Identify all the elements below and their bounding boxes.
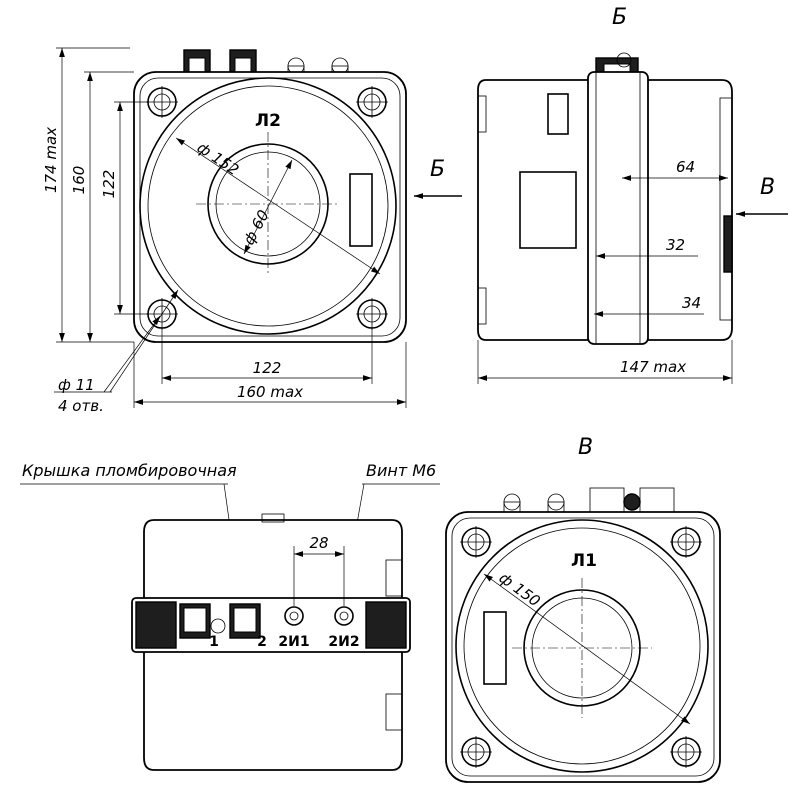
back-view-label: В [578,435,593,460]
arrow-v-label: В [760,175,775,200]
dim-hole-spacing-v: 122 [100,170,118,199]
back-disc [455,519,709,773]
dim-line-back-dia [483,573,691,725]
dim-line-inner-dia [243,159,293,255]
front-marking: Л2 [255,111,281,131]
side-view-label: Б [612,5,627,30]
dim-spacing: 28 [309,534,328,552]
dim-d64: 64 [676,158,695,176]
dim-height-overall: 174 max [42,127,60,193]
screw-2i1 [284,606,304,626]
bottom-view: Крышка пломбировочная Винт М6 1 2 2И1 2И… [20,461,440,771]
back-marking: Л1 [571,551,597,571]
front-view: Л2 ф 152 ф 60 174 max 160 122 122 160 ma… [42,47,407,415]
dim-hole-spacing-h: 122 [253,359,282,377]
terminal-2i1: 2И1 [278,634,309,650]
dim-d34: 34 [682,294,701,312]
terminal-2i2: 2И2 [328,634,359,650]
arrow-b-label: Б [430,157,445,182]
callout-screw: Винт М6 [366,461,436,480]
callout-cover: Крышка пломбировочная [22,461,237,480]
side-view: Б Б В 64 32 34 147 max [414,5,788,384]
side-label-plate [519,171,577,249]
dim-width: 160 max [237,383,303,401]
dim-hole-dia: ф 11 [58,376,95,394]
dim-d32: 32 [666,236,685,254]
dim-side-width: 147 max [620,358,686,376]
terminal-1: 1 [209,634,219,650]
back-mounting-holes [460,526,702,768]
dim-hole-count: 4 отв. [58,397,104,415]
top-terminal-blocks [183,49,349,75]
side-small-window [547,93,569,135]
terminal-2: 2 [257,634,267,650]
screw-2i2 [334,606,354,626]
back-view: В Л1 ф 150 [445,435,721,783]
front-disc [139,77,397,335]
dim-height: 160 [70,166,88,195]
